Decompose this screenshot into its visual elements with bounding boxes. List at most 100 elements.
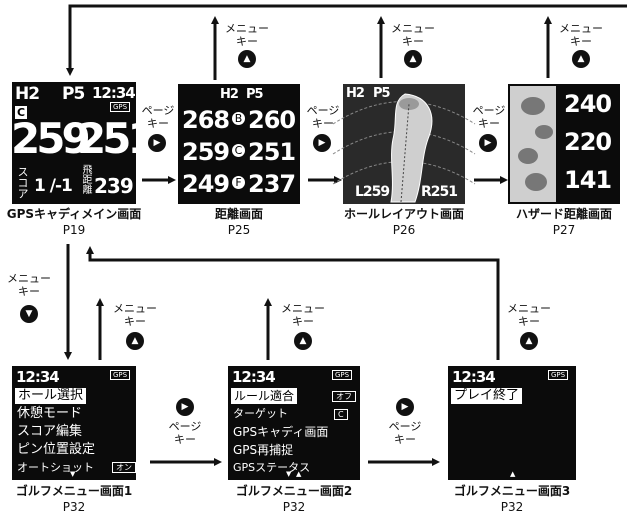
gps-main-screen: H2 P5 12:34 GPS C 259 251 スコア 1 /-1 飛距離 …	[11, 82, 157, 204]
row-1-left: 268	[182, 106, 230, 134]
par-number: P5	[62, 84, 85, 104]
menu-item-hole-select[interactable]: ホール選択	[15, 388, 87, 404]
golf-menu-1-page: P32	[62, 500, 86, 514]
menu-key-label: メニュー キー	[559, 22, 603, 48]
menu-item-pin-position[interactable]: ピン位置設定	[17, 442, 96, 457]
time-display: 12:34	[16, 368, 60, 386]
golf-menu-3-page: P32	[500, 500, 524, 514]
time-display: 12:34	[232, 368, 276, 386]
page-key-label: ページ キー	[472, 104, 506, 130]
menu-key-up-icon: ▲	[572, 50, 590, 68]
page-key-icon: ▶	[396, 398, 414, 416]
distance-caption: 距離画面	[214, 207, 263, 221]
golf-menu-1-screen: 12:34 GPS ホール選択 休憩モード スコア編集 ピン位置設定 オートショ…	[12, 366, 136, 480]
scroll-up-icon: ▲	[510, 470, 516, 478]
gps-main-page: P19	[62, 223, 86, 237]
gps-status-badge: GPS	[548, 370, 569, 380]
gps-status-badge: GPS	[332, 370, 353, 380]
gps-status-badge: GPS	[110, 370, 131, 380]
menu-key-up-icon: ▲	[294, 332, 312, 350]
scroll-up-icon: ▲	[296, 470, 302, 478]
page-key-icon: ▶	[313, 134, 331, 152]
hole-number: H2	[346, 86, 365, 101]
par-number: P5	[373, 86, 391, 101]
row-1-right: 260	[248, 106, 296, 134]
hazard-distance-1: 240	[564, 90, 612, 118]
menu-key-down-icon: ▼	[20, 305, 38, 323]
menu-key-up-icon: ▲	[238, 50, 256, 68]
page-key-icon: ▶	[176, 398, 194, 416]
menu-item-score-edit[interactable]: スコア編集	[17, 424, 83, 439]
shot-distance: 239	[94, 174, 134, 198]
right-distance: 251	[77, 114, 157, 163]
score-label: スコア	[16, 166, 29, 199]
hazard-caption: ハザード距離画面	[515, 207, 612, 221]
hazard-screen: 240 220 141	[508, 84, 620, 204]
scroll-down-icon: ▼	[70, 470, 76, 478]
golf-menu-3-screen: 12:34 GPS プレイ終了 ▲	[448, 366, 576, 480]
time-display: 12:34	[452, 368, 496, 386]
loop-top-line	[66, 4, 627, 76]
row-3-right: 237	[248, 170, 296, 198]
hole-number: H2	[220, 87, 239, 102]
page-key-label: ページ キー	[388, 420, 422, 446]
golf-menu-3-caption: ゴルフメニュー画面3	[453, 484, 571, 498]
menu-key-label: メニュー キー	[281, 302, 325, 328]
hazard-map-graphic	[510, 86, 556, 202]
page-key-icon: ▶	[148, 134, 166, 152]
menu-key-up-icon: ▲	[520, 332, 538, 350]
gps-main-caption: GPSキャディメイン画面	[6, 207, 142, 221]
hazard-distance-3: 141	[564, 166, 612, 194]
page-key-icon: ▶	[479, 134, 497, 152]
golf-menu-2-caption: ゴルフメニュー画面2	[235, 484, 353, 498]
left-distance: L259	[355, 184, 390, 200]
menu-item-gps-status[interactable]: GPSステータス	[233, 461, 311, 474]
menu-key-label: メニュー キー	[507, 302, 551, 328]
shot-label: 飛距離	[80, 164, 91, 194]
hazard-distance-2: 220	[564, 128, 612, 156]
row-2-left: 259	[182, 138, 230, 166]
menu-item-gps-reacquire[interactable]: GPS再捕捉	[233, 443, 294, 457]
menu-key-label: メニュー キー	[225, 22, 269, 48]
gps-status-badge: GPS	[110, 102, 131, 112]
center-marker-icon: C	[232, 144, 245, 157]
front-marker-icon: F	[232, 176, 245, 189]
menu-key-up-icon: ▲	[126, 332, 144, 350]
menu-item-rest-mode[interactable]: 休憩モード	[17, 406, 83, 421]
menu-item-rule-compliance[interactable]: ルール適合	[231, 388, 298, 404]
menu-key-label: メニュー キー	[7, 272, 51, 298]
page-key-label: ページ キー	[141, 104, 175, 130]
distance-page: P25	[227, 223, 251, 237]
golf-menu-1-caption: ゴルフメニュー画面1	[15, 484, 133, 498]
time-display: 12:34	[92, 84, 136, 102]
target-status-tag: C	[334, 409, 348, 420]
menu-item-gps-caddie[interactable]: GPSキャディ画面	[233, 425, 329, 439]
hole-layout-screen: H2 P5 L259 R251	[332, 84, 476, 204]
rule-status-tag: オフ	[332, 391, 356, 402]
right-distance: R251	[421, 184, 458, 200]
menu-item-end-play[interactable]: プレイ終了	[451, 388, 523, 404]
row-2-right: 251	[248, 138, 296, 166]
auto-shot-status-tag: オン	[112, 462, 136, 473]
distance-screen: H2 P5 268 B 260 259 C 251 249 F 237	[178, 84, 300, 204]
golf-menu-2-screen: 12:34 GPS ルール適合 オフ ターゲット C GPSキャディ画面 GPS…	[228, 366, 360, 480]
score-value: 1 /-1	[34, 176, 73, 196]
golf-menu-2-page: P32	[282, 500, 306, 514]
page-key-label: ページ キー	[306, 104, 340, 130]
par-number: P5	[246, 87, 264, 102]
back-marker-icon: B	[232, 112, 245, 125]
hazard-page: P27	[552, 223, 576, 237]
menu-item-auto-shot[interactable]: オートショット	[17, 461, 94, 474]
loop-bottom-line	[86, 246, 500, 360]
menu-key-up-icon: ▲	[404, 50, 422, 68]
scroll-down-icon: ▼	[286, 470, 292, 478]
hole-number: H2	[15, 84, 40, 104]
page-key-label: ページ キー	[168, 420, 202, 446]
hole-layout-caption: ホールレイアウト画面	[343, 207, 464, 221]
c-mark-icon: C	[15, 106, 28, 119]
hole-layout-page: P26	[392, 223, 416, 237]
menu-item-target[interactable]: ターゲット	[233, 407, 288, 420]
menu-key-label: メニュー キー	[391, 22, 435, 48]
hole-map-graphic	[332, 84, 476, 204]
